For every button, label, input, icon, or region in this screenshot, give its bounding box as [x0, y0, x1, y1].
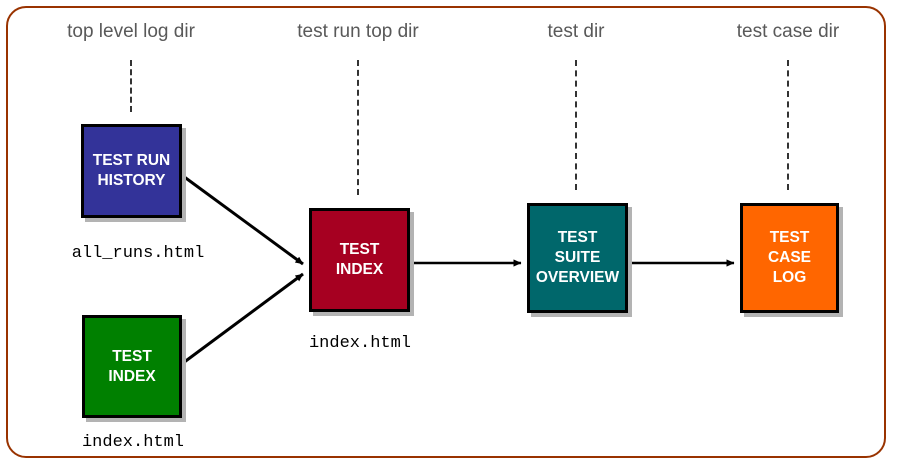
caption-index-html-run: index.html	[308, 334, 412, 353]
column-heading-top-level-log-dir: top level log dir	[67, 21, 195, 42]
node-line: TEST RUN	[92, 152, 171, 170]
diagram-frame	[6, 6, 886, 458]
node-line: TEST	[112, 347, 152, 365]
column-heading-test-run-top-dir: test run top dir	[297, 21, 419, 42]
guide-line-top-level-log-dir	[130, 60, 132, 112]
node-line: HISTORY	[97, 172, 166, 189]
node-line: TEST	[557, 229, 598, 247]
guide-line-test-run-top-dir	[357, 60, 359, 195]
node-line: INDEX	[335, 261, 384, 278]
node-test-suite-overview[interactable]: TEST SUITE OVERVIEW	[527, 203, 628, 313]
node-test-index-run[interactable]: TEST INDEX	[309, 208, 410, 312]
node-line: LOG	[772, 268, 807, 286]
node-line: TEST	[769, 229, 810, 247]
node-test-run-history[interactable]: TEST RUN HISTORY	[81, 124, 182, 218]
node-line: TEST	[339, 241, 380, 259]
node-line: CASE	[767, 249, 812, 267]
node-line: INDEX	[108, 367, 156, 385]
caption-index-html-top-level: index.html	[81, 433, 185, 452]
caption-all-runs-html: all_runs.html	[71, 244, 205, 263]
node-line: OVERVIEW	[535, 268, 620, 286]
node-test-index-top-level[interactable]: TEST INDEX	[82, 315, 182, 418]
column-heading-test-case-dir: test case dir	[736, 21, 840, 42]
node-line: SUITE	[554, 249, 601, 267]
guide-line-test-dir	[575, 60, 577, 190]
guide-line-test-case-dir	[787, 60, 789, 190]
node-test-case-log[interactable]: TEST CASE LOG	[740, 203, 839, 313]
column-heading-test-dir: test dir	[547, 21, 605, 42]
